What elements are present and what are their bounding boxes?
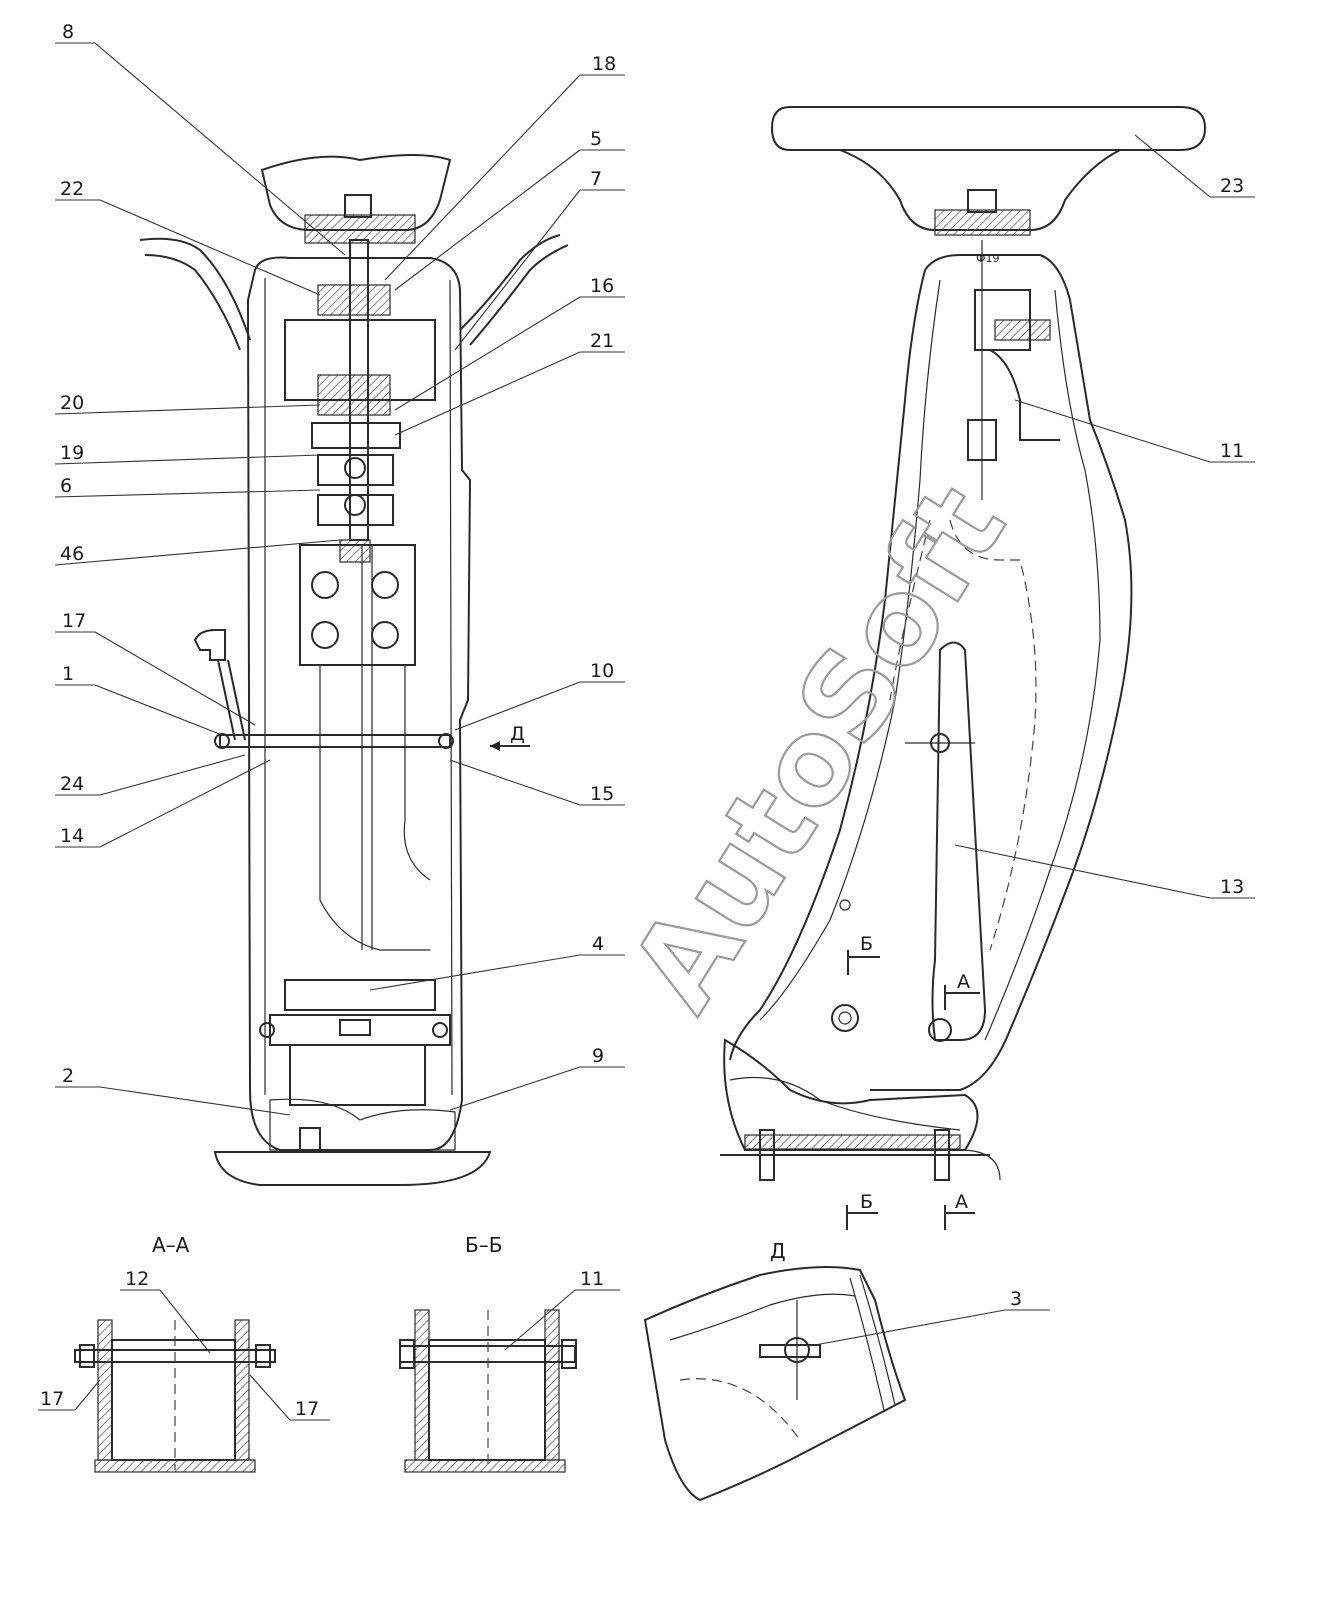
marker-a-side: А xyxy=(957,971,970,993)
section-title-a-a: А–А xyxy=(152,1233,190,1257)
callout-46: 46 xyxy=(60,543,84,565)
marker-b-bottom: Б xyxy=(860,1191,873,1213)
callout-14: 14 xyxy=(60,825,84,847)
marker-b-side: Б xyxy=(860,933,873,955)
callout-8: 8 xyxy=(62,21,74,43)
side-view xyxy=(720,106,1207,1181)
section-titles: А–А Б–Б Д xyxy=(152,1233,786,1263)
callout-4: 4 xyxy=(592,933,604,955)
callout-20: 20 xyxy=(60,392,84,414)
callout-3: 3 xyxy=(1010,1288,1022,1310)
callout-6: 6 xyxy=(60,475,72,497)
dimension-phi19: Ф19 xyxy=(976,252,999,265)
callout-10: 10 xyxy=(590,660,614,682)
callout-leaders xyxy=(38,42,1255,1421)
marker-a-bottom: А xyxy=(955,1191,968,1213)
front-view xyxy=(139,154,569,1186)
callout-11-side: 11 xyxy=(1220,440,1244,462)
callout-15: 15 xyxy=(590,783,614,805)
callout-17-aa-right: 17 xyxy=(295,1398,319,1420)
callout-numbers: 8 18 5 7 22 16 21 20 19 6 46 17 1 10 24 … xyxy=(40,21,1244,1420)
section-title-b-b: Б–Б xyxy=(465,1233,502,1257)
callout-19: 19 xyxy=(60,442,84,464)
callout-17-front: 17 xyxy=(62,610,86,632)
watermark-text: AutoSoft xyxy=(604,462,1032,1033)
callout-23: 23 xyxy=(1220,175,1244,197)
view-title-d: Д xyxy=(770,1239,786,1263)
callout-13: 13 xyxy=(1220,876,1244,898)
callout-9: 9 xyxy=(592,1045,604,1067)
callout-7: 7 xyxy=(590,168,602,190)
callout-11-bb: 11 xyxy=(580,1268,604,1290)
callout-24: 24 xyxy=(60,773,84,795)
section-b-b xyxy=(399,1309,577,1473)
view-marker-arrows xyxy=(490,741,980,1230)
section-a-a xyxy=(74,1319,276,1473)
callout-21: 21 xyxy=(590,330,614,352)
view-d xyxy=(643,1265,907,1502)
marker-d: Д xyxy=(510,723,525,745)
view-marker-labels: Д Б А Б А Ф19 xyxy=(510,252,999,1213)
callout-22: 22 xyxy=(60,178,84,200)
callout-2: 2 xyxy=(62,1065,74,1087)
callout-5: 5 xyxy=(590,128,602,150)
callout-18: 18 xyxy=(592,53,616,75)
callout-12: 12 xyxy=(125,1268,149,1290)
callout-17-aa-left: 17 xyxy=(40,1388,64,1410)
callout-16: 16 xyxy=(590,275,614,297)
callout-1: 1 xyxy=(62,663,74,685)
